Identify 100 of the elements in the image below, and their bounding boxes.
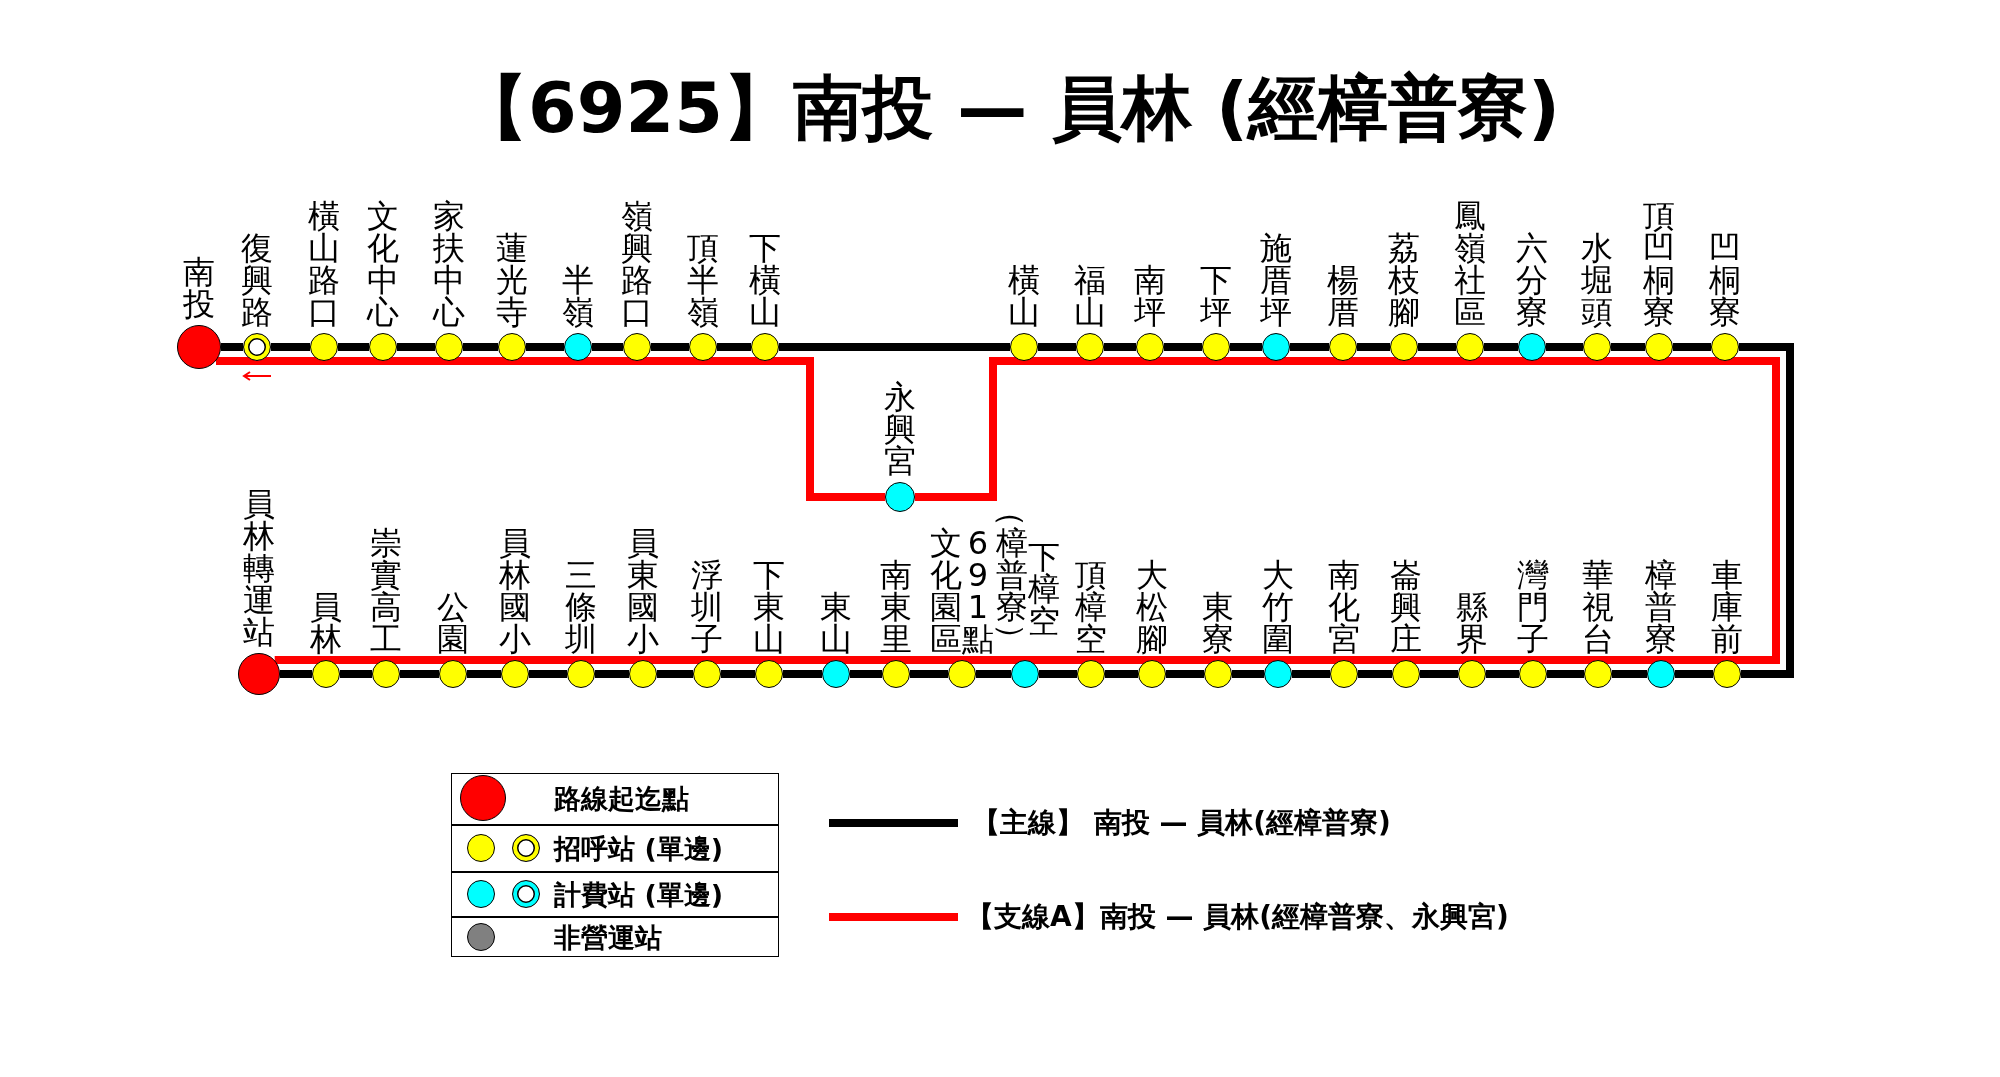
station-name: 嶺興路口 [621, 200, 653, 328]
route-line [637, 357, 703, 365]
route-line [1152, 656, 1218, 664]
station-name: 下東山 [753, 559, 785, 655]
route-line [1357, 343, 1390, 351]
legend-label: 招呼站 (單邊) [554, 834, 724, 862]
route-line [578, 357, 637, 365]
route-line [1470, 357, 1532, 365]
route-line [1344, 656, 1406, 664]
route-line [529, 670, 567, 678]
station-name: 橫山 [1008, 264, 1040, 328]
station-name: 灣門子 [1517, 559, 1549, 655]
station-name: 永興宮 [884, 381, 916, 477]
route-line [910, 670, 948, 678]
route-line [397, 343, 435, 351]
route-line [515, 656, 581, 664]
route-line [1218, 656, 1278, 664]
station-name: 東寮 [1202, 591, 1234, 655]
station-name: 橫山路口 [308, 200, 340, 328]
station-name: 大松腳 [1136, 559, 1168, 655]
route-line [1292, 670, 1330, 678]
route-line [769, 656, 836, 664]
route-line [1404, 357, 1470, 365]
station-name: 南坪 [1134, 264, 1166, 328]
route-line [783, 670, 822, 678]
station-name: （樟普寮） [996, 495, 1028, 655]
station-name: 崇實高工 [370, 527, 402, 655]
route-line [595, 670, 629, 678]
route-line [836, 656, 896, 664]
route-line [1358, 670, 1392, 678]
station-name: 六分寮 [1516, 232, 1548, 328]
route-line [453, 656, 515, 664]
route-line [643, 656, 707, 664]
station-name: 華視台 [1582, 559, 1614, 655]
legend-label: 非營運站 [554, 923, 662, 951]
station-name: 文化中心 [367, 200, 399, 328]
route-line [1278, 656, 1344, 664]
title: 【6925】南投 — 員林 (經樟普寮) [458, 66, 1560, 150]
station-name: 東山 [820, 591, 852, 655]
route-line [1343, 357, 1404, 365]
station-name: 蓮光寺 [496, 232, 528, 328]
route-line [962, 656, 1025, 664]
route-line [326, 656, 386, 664]
station-name: 浮圳子 [691, 559, 723, 655]
station-name: 家扶中心 [433, 200, 465, 328]
station-name: 凹桐寮 [1709, 232, 1741, 328]
route-line [976, 670, 1011, 678]
route-line [1472, 656, 1533, 664]
legend-label: 【主線】 南投 — 員林(經樟普寮) [972, 809, 1391, 837]
route-line [1406, 656, 1472, 664]
station-name: 公園 [437, 591, 469, 655]
route-line [1290, 343, 1329, 351]
legend-label: 【支線A】南投 — 員林(經樟普寮、永興宮) [966, 903, 1509, 931]
route-line [657, 670, 693, 678]
station-name: 鳳嶺社區 [1454, 200, 1486, 328]
route-line [1230, 343, 1262, 351]
route-line [271, 343, 310, 351]
station-name: 大竹圍 [1262, 559, 1294, 655]
station-name: 半嶺 [562, 264, 594, 328]
route-line [1675, 670, 1713, 678]
station-name: 南東里 [880, 559, 912, 655]
route-line [1612, 670, 1647, 678]
route-line [717, 343, 751, 351]
route-line [1659, 357, 1725, 365]
station-name: 下橫山 [749, 232, 781, 328]
route-line [1164, 343, 1202, 351]
route-line [707, 656, 769, 664]
route-line [1673, 343, 1711, 351]
station-name: 崙興庄 [1390, 559, 1422, 655]
route-line [221, 343, 243, 351]
route-line [703, 357, 765, 365]
route-line [1725, 357, 1780, 664]
route-line [386, 656, 453, 664]
station-name: 員林 [310, 591, 342, 655]
route-line [1038, 343, 1076, 351]
route-line [274, 656, 326, 664]
route-line [1597, 357, 1659, 365]
station-name: 南化宮 [1328, 559, 1360, 655]
route-line [915, 357, 1024, 501]
route-line [1532, 357, 1597, 365]
route-line [1547, 670, 1584, 678]
station-name: 員東國小 [627, 527, 659, 655]
station-name: 頂樟空 [1075, 559, 1107, 655]
station-name: 頂凹桐寮 [1643, 200, 1675, 328]
station-name: 車庫前 [1711, 559, 1743, 655]
route-line [1486, 670, 1519, 678]
station-name: 下樟空 [1028, 541, 1060, 637]
route-line [1232, 670, 1264, 678]
route-line [721, 670, 755, 678]
route-line [1105, 670, 1138, 678]
station-name: 水堀頭 [1581, 232, 1613, 328]
route-line [651, 343, 689, 351]
station-name: 福山 [1074, 264, 1106, 328]
legend-label: 計費站 (單邊) [554, 880, 724, 908]
station-name: 691點文化園區 [930, 527, 994, 655]
route-line [1104, 343, 1136, 351]
route-line [765, 357, 885, 501]
station-name: 頂半嶺 [687, 232, 719, 328]
legend-label: 路線起迄點 [554, 784, 689, 812]
route-line [463, 343, 498, 351]
